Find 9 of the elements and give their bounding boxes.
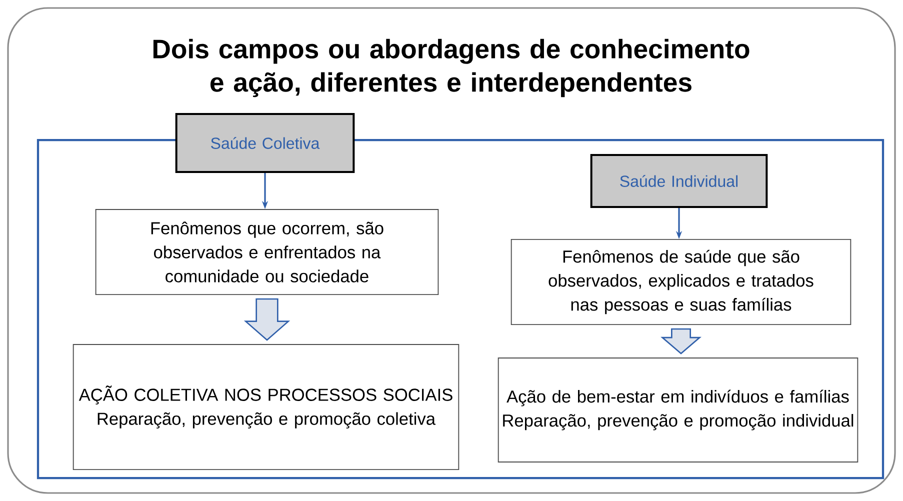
block-arrow bbox=[660, 328, 702, 354]
text-box: Fenômenos que ocorrem, são observados e enfrentados na comunidade ou sociedade bbox=[95, 209, 439, 295]
block-arrow bbox=[244, 298, 290, 341]
text-box: Ação de bem-estar em indivíduos e famílias Reparação, prevenção e promoção individual bbox=[498, 358, 858, 462]
text-box: AÇÃO COLETIVA NOS PROCESSOS SOCIAIS Reparação, prevenção e promoção coletiva bbox=[72, 344, 460, 470]
header-box: Saúde Coletiva bbox=[175, 113, 355, 173]
title: Dois campos ou abordagens de conhecimento e ação, diferentes e interdependentes bbox=[153, 38, 750, 98]
text-box: Fenômenos de saúde que são observados, explicados e tratados nas pessoas e suas famílias bbox=[510, 239, 852, 325]
header-box: Saúde Individual bbox=[590, 154, 768, 208]
